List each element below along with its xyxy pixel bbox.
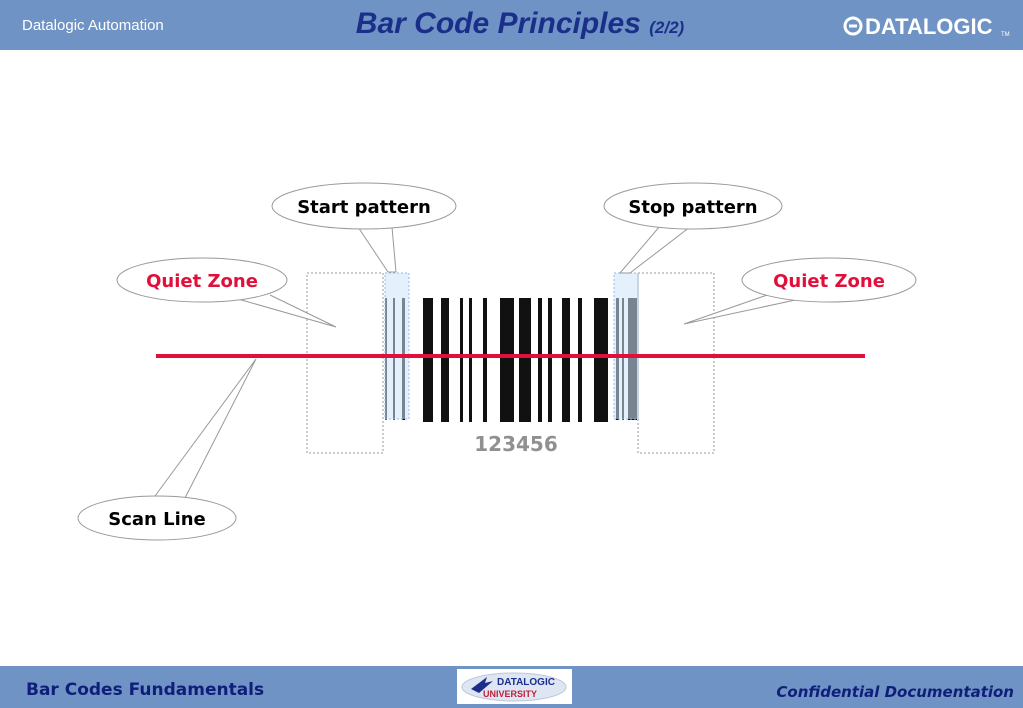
quiet-zone-right-label: Quiet Zone — [773, 271, 885, 292]
start-pattern-bubble — [271, 182, 457, 230]
datalogic-logo: DATALOGIC TM — [843, 14, 1010, 39]
university-logo-line1: DATALOGIC — [497, 677, 555, 688]
university-logo-line2: UNIVERSITY — [483, 689, 537, 699]
barcode-bars — [385, 298, 637, 422]
barcode-bar — [519, 298, 531, 422]
quiet-zone-left-bubble — [116, 257, 288, 303]
quiet-zone-left-box — [306, 272, 384, 454]
title-text: Bar Code Principles — [355, 7, 641, 40]
quiet-zone-left-pointer — [237, 294, 337, 328]
barcode-bar — [441, 298, 449, 422]
company-name: Datalogic Automation — [22, 17, 164, 34]
barcode-bar — [548, 298, 552, 422]
scan-line-pointer — [154, 358, 257, 499]
logo-ring-icon — [843, 16, 863, 36]
barcode-bar — [562, 298, 570, 422]
barcode-human-readable: 123456 — [474, 432, 558, 456]
barcode-bar — [483, 298, 487, 422]
university-logo-ellipse — [461, 672, 567, 702]
quiet-zone-left-label: Quiet Zone — [146, 271, 258, 292]
quiet-zone-right-bubble — [741, 257, 917, 303]
stop-pattern-label: Stop pattern — [628, 197, 757, 218]
logo-text: DATALOGIC — [865, 14, 993, 39]
start-pattern-label: Start pattern — [297, 197, 431, 218]
scan-line-label: Scan Line — [108, 509, 206, 530]
barcode-bar — [460, 298, 463, 422]
header-bar: Datalogic Automation Bar Code Principles… — [0, 0, 1023, 51]
barcode-bar — [594, 298, 608, 422]
scan-line-bubble — [77, 495, 237, 541]
quiet-zone-right-box — [637, 272, 715, 454]
barcode-bar — [423, 298, 433, 422]
stop-pattern-bubble — [603, 182, 783, 230]
university-logo-bird-icon — [471, 677, 493, 693]
quiet-zone-right-pointer — [683, 293, 801, 325]
stop-pattern-pointer — [618, 225, 691, 274]
barcode-bar — [578, 298, 582, 422]
barcode-bar — [500, 298, 514, 422]
page-title: Bar Code Principles (2/2) — [0, 7, 1023, 41]
footer-bar: Bar Codes Fundamentals DATALOGIC UNIVERS… — [0, 666, 1023, 708]
start-pattern-highlight — [384, 272, 410, 420]
footer-confidential: Confidential Documentation — [776, 683, 1014, 701]
datalogic-university-logo: DATALOGIC UNIVERSITY — [457, 669, 572, 704]
logo-tm: TM — [1001, 32, 1010, 38]
footer-course-title: Bar Codes Fundamentals — [26, 680, 265, 700]
logo-bar-icon — [849, 24, 857, 28]
start-pattern-pointer — [357, 226, 397, 273]
title-suffix: (2/2) — [649, 18, 685, 37]
stop-pattern-highlight — [613, 272, 639, 420]
barcode-bar — [469, 298, 472, 422]
barcode-bar — [538, 298, 542, 422]
